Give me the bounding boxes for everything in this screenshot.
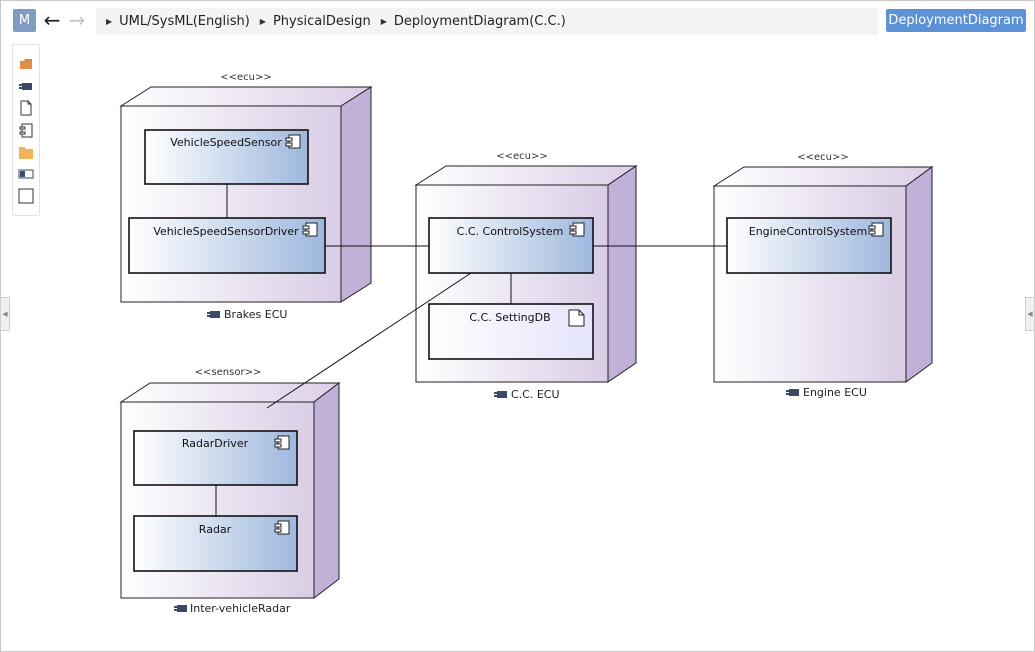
caret-right-icon: ▶ xyxy=(106,17,113,26)
node-stereotype: <<ecu>> xyxy=(220,72,272,83)
folder-icon[interactable] xyxy=(18,56,34,72)
component-name: RadarDriver xyxy=(182,437,249,450)
node-stereotype: <<ecu>> xyxy=(496,151,548,162)
component-icon xyxy=(569,222,585,237)
breadcrumb-item[interactable]: ▶ UML/SysML(English) xyxy=(106,14,250,29)
component-icon xyxy=(494,391,507,398)
forward-arrow-icon[interactable]: → xyxy=(68,8,86,32)
component-name: VehicleSpeedSensorDriver xyxy=(153,225,299,238)
artifact-cc-setting-db[interactable]: C.C. SettingDB xyxy=(428,303,594,360)
caret-right-icon: ▶ xyxy=(259,17,266,26)
component-vehicle-speed-sensor-driver[interactable]: VehicleSpeedSensorDriver xyxy=(128,217,326,274)
component-icon xyxy=(274,520,290,535)
diagram-icon[interactable] xyxy=(18,122,34,138)
chevron-left-icon: ◀ xyxy=(2,310,8,318)
component-engine-control-system[interactable]: EngineControlSystem xyxy=(726,217,892,274)
node-name: Engine ECU xyxy=(803,386,867,399)
node-stereotype: <<sensor>> xyxy=(195,367,262,378)
component-name: C.C. ControlSystem xyxy=(457,225,564,238)
breadcrumb: ▶ UML/SysML(English) ▶ PhysicalDesign ▶ Dep… xyxy=(96,8,878,35)
component-name: Radar xyxy=(199,523,232,536)
tool-palette xyxy=(12,44,40,216)
left-panel-toggle[interactable]: ◀ xyxy=(0,297,10,331)
back-arrow-icon[interactable]: ← xyxy=(43,8,61,32)
component-cc-control-system[interactable]: C.C. ControlSystem xyxy=(428,217,594,274)
caret-right-icon: ▶ xyxy=(380,17,387,26)
component-icon xyxy=(274,435,290,450)
component-radar[interactable]: Radar xyxy=(133,515,298,572)
node-inter-vehicle-radar[interactable]: <<sensor>> Inter-vehicleRadar xyxy=(119,367,341,615)
component-name: VehicleSpeedSensor xyxy=(170,136,282,149)
breadcrumb-label: DeploymentDiagram(C.C.) xyxy=(393,14,566,29)
component-icon xyxy=(174,605,187,612)
node-name: C.C. ECU xyxy=(511,388,560,401)
diagram-type-button[interactable]: DeploymentDiagram xyxy=(886,9,1026,32)
document-icon xyxy=(568,309,585,327)
frame-icon[interactable] xyxy=(18,188,34,204)
node-name: Brakes ECU xyxy=(224,308,287,321)
component-icon[interactable] xyxy=(18,78,34,94)
app-logo[interactable]: M xyxy=(13,9,36,32)
node-stereotype: <<ecu>> xyxy=(797,152,849,163)
document-icon[interactable] xyxy=(18,100,34,116)
component-vehicle-speed-sensor[interactable]: VehicleSpeedSensor xyxy=(144,129,309,185)
breadcrumb-label: PhysicalDesign xyxy=(272,14,371,29)
breadcrumb-item[interactable]: ▶ DeploymentDiagram(C.C.) xyxy=(381,14,566,29)
component-icon xyxy=(786,389,799,396)
node-engine-ecu[interactable]: <<ecu>> Engine ECU xyxy=(712,152,934,399)
node-icon[interactable] xyxy=(18,166,34,182)
breadcrumb-item[interactable]: ▶ PhysicalDesign xyxy=(260,14,371,29)
component-name: EngineControlSystem xyxy=(749,225,867,238)
component-icon xyxy=(285,134,301,149)
node-name: Inter-vehicleRadar xyxy=(190,602,291,615)
component-radar-driver[interactable]: RadarDriver xyxy=(133,430,298,486)
package-icon[interactable] xyxy=(18,144,34,160)
connectors xyxy=(215,184,727,516)
artifact-name: C.C. SettingDB xyxy=(469,311,550,324)
connector-line[interactable] xyxy=(266,272,472,409)
component-icon xyxy=(302,222,318,237)
component-icon xyxy=(868,222,884,237)
breadcrumb-label: UML/SysML(English) xyxy=(119,14,250,29)
chevron-left-icon: ◀ xyxy=(1027,310,1033,318)
node-brakes-ecu[interactable]: <<ecu>> Brakes ECU xyxy=(119,72,373,321)
component-icon xyxy=(207,311,220,318)
node-cc-ecu[interactable]: <<ecu>> C.C. ECU xyxy=(414,151,638,401)
